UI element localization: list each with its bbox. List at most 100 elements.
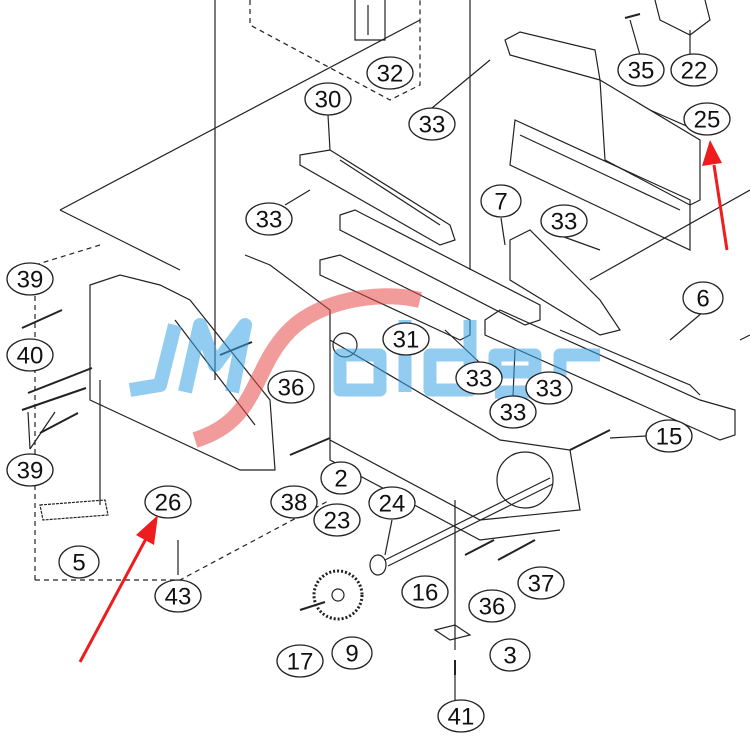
bracket-3: [433, 624, 472, 641]
callout-number: 3: [503, 643, 516, 670]
screws: [21, 13, 641, 675]
callout-number: 17: [287, 649, 314, 676]
callout-bubble: [58, 545, 100, 579]
callout-number: 33: [536, 376, 563, 403]
callout-number: 33: [551, 209, 578, 236]
callout-bubble: [313, 503, 361, 537]
callout-23: 23: [313, 503, 361, 537]
washer-23: [369, 554, 387, 576]
callout-number: 31: [393, 327, 420, 354]
callout-bubble: [304, 82, 352, 116]
red-arrow-icon: [78, 515, 158, 663]
callout-6: 6: [682, 281, 724, 315]
callout-bubble: [682, 281, 724, 315]
callout-number: 36: [479, 594, 506, 621]
callout-2: 2: [320, 461, 362, 495]
callout-number: 38: [281, 490, 308, 517]
callout-bubble: [144, 485, 192, 519]
callout-number: 16: [412, 580, 439, 607]
callout-bubble: [401, 575, 449, 609]
callout-39: 39: [6, 453, 54, 487]
callout-32: 32: [366, 56, 414, 90]
callout-7: 7: [480, 184, 522, 218]
callout-33: 33: [408, 107, 456, 141]
callout-bubble: [382, 322, 430, 356]
callout-number: 33: [500, 400, 527, 427]
callout-bubble: [517, 566, 565, 600]
callout-number: 39: [17, 458, 44, 485]
shaft-24: [384, 477, 554, 567]
callout-bubble: [489, 638, 531, 672]
callout-33: 33: [525, 371, 573, 405]
callout-43: 43: [154, 579, 202, 613]
callout-bubble: [276, 644, 324, 678]
callout-bubble: [368, 486, 416, 520]
callout-15: 15: [645, 419, 693, 453]
callout-number: 23: [324, 508, 351, 535]
callout-33: 33: [455, 361, 503, 395]
callout-17: 17: [276, 644, 324, 678]
top-bracket-32: [354, 0, 386, 41]
callout-bubble: [6, 453, 54, 487]
callout-number: 30: [315, 87, 342, 114]
callout-33: 33: [245, 202, 293, 236]
callout-number: 7: [494, 189, 507, 216]
callout-number: 33: [256, 207, 283, 234]
callout-bubble: [154, 579, 202, 613]
callout-bubble: [437, 699, 485, 733]
callout-41: 41: [437, 699, 485, 733]
callout-bubble: [366, 56, 414, 90]
callout-40: 40: [6, 338, 54, 372]
callout-number: 37: [528, 571, 555, 598]
callout-number: 33: [419, 112, 446, 139]
gear-9: [312, 569, 364, 621]
callout-bubble: [670, 53, 718, 87]
callout-bubble: [489, 395, 537, 429]
callout-bubble: [645, 419, 693, 453]
callout-37: 37: [517, 566, 565, 600]
callout-bubble: [683, 102, 731, 136]
rail-top: [504, 31, 701, 251]
callout-24: 24: [368, 486, 416, 520]
callout-number: 15: [656, 424, 683, 451]
watermark-swoosh: [192, 288, 422, 448]
callout-number: 26: [155, 490, 182, 517]
callout-bubble: [331, 636, 373, 670]
callout-36: 36: [468, 589, 516, 623]
callout-number: 41: [448, 704, 475, 731]
callout-16: 16: [401, 575, 449, 609]
callout-number: 25: [694, 107, 721, 134]
callout-bubble: [408, 107, 456, 141]
callout-bubble: [525, 371, 573, 405]
callout-30: 30: [304, 82, 352, 116]
callout-number: 5: [72, 550, 85, 577]
watermark-logo-jm: [128, 318, 252, 397]
callout-number: 33: [466, 366, 493, 393]
callout-bubble: [245, 202, 293, 236]
red-arrow-icon: [702, 140, 729, 251]
spring-5: [39, 499, 109, 521]
callout-3: 3: [489, 638, 531, 672]
callout-number: 43: [165, 584, 192, 611]
callout-number: 32: [377, 61, 404, 88]
callout-36: 36: [267, 370, 315, 404]
callout-number: 9: [345, 641, 358, 668]
callout-9: 9: [331, 636, 373, 670]
callout-33: 33: [489, 395, 537, 429]
callout-bubble: [267, 370, 315, 404]
callout-number: 6: [696, 286, 709, 313]
callout-bubble: [270, 485, 318, 519]
callout-bubble: [6, 338, 54, 372]
callout-bubble: [540, 204, 588, 238]
callout-33: 33: [540, 204, 588, 238]
callout-number: 24: [379, 491, 406, 518]
callout-number: 40: [17, 343, 44, 370]
callout-bubble: [617, 53, 665, 87]
callout-bubble: [320, 461, 362, 495]
callout-bubble: [6, 262, 54, 296]
callout-38: 38: [270, 485, 318, 519]
callout-35: 35: [617, 53, 665, 87]
